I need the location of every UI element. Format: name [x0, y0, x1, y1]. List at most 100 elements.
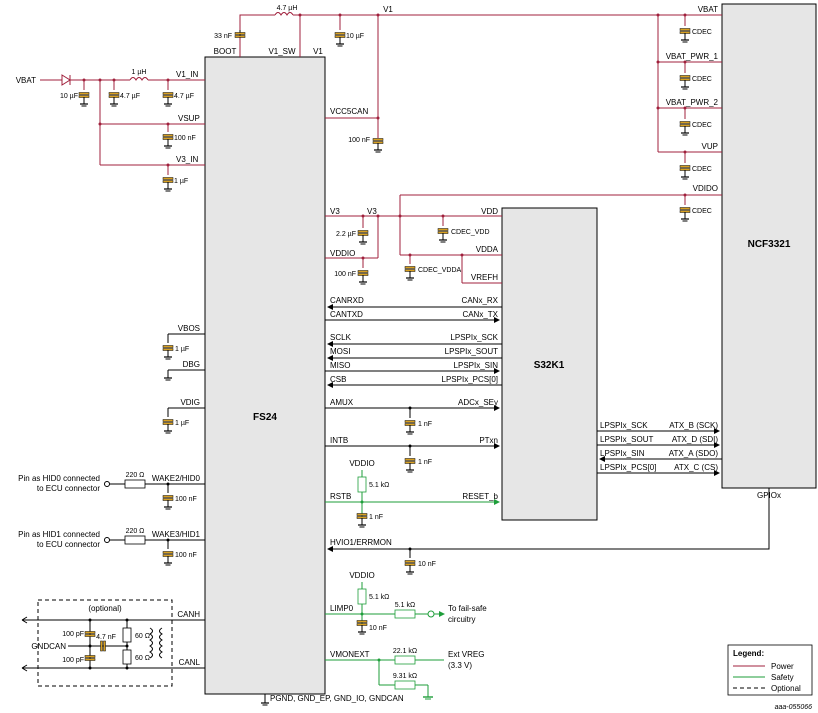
- pin-canx-rx: CANx_RX: [462, 296, 499, 305]
- cap-cdec-pwr1-label: CDEC: [692, 76, 712, 83]
- pin-r-lpspi-sin: LPSPIx_SIN: [600, 449, 645, 458]
- pin-boot: BOOT: [214, 47, 237, 56]
- pin-canrxd: CANRXD: [330, 296, 364, 305]
- pin-vbat-pwr-1: VBAT_PWR_1: [666, 52, 719, 61]
- cap-cdec-pwr2-label: CDEC: [692, 122, 712, 129]
- pin-intb: INTB: [330, 436, 348, 445]
- legend-optional: Optional: [771, 684, 801, 693]
- vmonext-safety-net: [325, 655, 444, 700]
- cap-cdec-vbat-label: CDEC: [692, 29, 712, 36]
- cap-10uf-v1-label: 10 µF: [346, 33, 364, 40]
- pin-lpspi-sout: LPSPIx_SOUT: [445, 347, 498, 356]
- pin-miso: MISO: [330, 361, 350, 370]
- pin-reset-b: RESET_b: [462, 492, 498, 501]
- res-931k-label: 9.31 kΩ: [393, 673, 417, 680]
- pin-vmonext: VMONEXT: [330, 650, 370, 659]
- net-failsafe-1: To fail-safe: [448, 604, 487, 613]
- signal-lines: [325, 304, 502, 456]
- pin-limp0: LIMP0: [330, 604, 354, 613]
- res-220-b-label: 220 Ω: [126, 528, 145, 535]
- pin-csb: CSB: [330, 375, 346, 384]
- rstb-safety-net: [325, 470, 500, 521]
- pin-vbos: VBOS: [178, 324, 200, 333]
- cap-33nf-label: 33 nF: [214, 33, 232, 40]
- pin-atx-a: ATX_A (SDO): [669, 449, 719, 458]
- pin-canx-tx: CANx_TX: [462, 310, 498, 319]
- pin-gnd: PGND, GND_EP, GND_IO, GNDCAN: [270, 694, 404, 703]
- pin-v3-in: V3_IN: [176, 155, 198, 164]
- res-51k-limp2-label: 5.1 kΩ: [395, 602, 415, 609]
- v1-power-net: [239, 12, 722, 138]
- pin-cantxd: CANTXD: [330, 310, 363, 319]
- inductor-47uh-label: 4.7 µH: [277, 5, 298, 12]
- cap-10uf-v1: [334, 32, 346, 38]
- can-bus-net: [21, 616, 205, 672]
- net-vbat-input: VBAT: [16, 76, 36, 85]
- ground-icon: [373, 149, 383, 153]
- pin-lpspi-sck: LPSPIx_SCK: [450, 333, 498, 342]
- res-51k-limp-label: 5.1 kΩ: [369, 594, 389, 601]
- pin-vbat-pwr-2: VBAT_PWR_2: [666, 98, 719, 107]
- pin-mosi: MOSI: [330, 347, 350, 356]
- note-hid0-2: to ECU connector: [37, 484, 100, 493]
- cap-100pf-b-label: 100 pF: [62, 657, 84, 664]
- cap-100nf-vsup: [162, 134, 174, 140]
- cap-47uf-a-label: 4.7 µF: [120, 93, 140, 100]
- cap-10nf-limp-label: 10 nF: [369, 625, 387, 632]
- cap-100nf-vsup-label: 100 nF: [174, 135, 196, 142]
- pin-wake3: WAKE3/HID1: [152, 530, 201, 539]
- pin-vdido: VDIDO: [693, 184, 718, 193]
- cap-10nf-hvio-label: 10 nF: [418, 561, 436, 568]
- spi-ncf-lines: [597, 428, 722, 476]
- net-vddio-rstb: VDDIO: [349, 459, 374, 468]
- s32k1-label: S32K1: [534, 360, 565, 371]
- legend-power: Power: [771, 662, 794, 671]
- cap-10uf-in: [78, 92, 90, 98]
- figure-id: aaa-055066: [775, 704, 812, 711]
- vbat-input-net: [40, 74, 205, 175]
- cap-1nf-intb-label: 1 nF: [418, 459, 432, 466]
- res-60-a-label: 60 Ω: [135, 633, 150, 640]
- res-60-b-label: 60 Ω: [135, 655, 150, 662]
- net-vddio-limp: VDDIO: [349, 571, 374, 580]
- cap-1uf-v3in-label: 1 µF: [174, 178, 188, 185]
- cap-47uf-a: [108, 92, 120, 98]
- pin-atx-c: ATX_C (CS): [674, 463, 718, 472]
- pin-canl: CANL: [179, 658, 201, 667]
- pin-rstb: RSTB: [330, 492, 351, 501]
- inductor-1uh-label: 1 µH: [132, 69, 147, 76]
- net-extvreg-1: Ext VREG: [448, 650, 484, 659]
- pin-vddio: VDDIO: [330, 249, 355, 258]
- net-gndcan: GNDCAN: [31, 642, 66, 651]
- pin-r-lpspi-pcs: LPSPIx_PCS[0]: [600, 463, 656, 472]
- cap-1uf-vbos-label: 1 µF: [175, 346, 189, 353]
- pin-amux: AMUX: [330, 398, 354, 407]
- pin-vdd: VDD: [481, 207, 498, 216]
- pin-vdig: VDIG: [180, 398, 200, 407]
- pin-v1-sw: V1_SW: [268, 47, 296, 56]
- v3-net: [325, 193, 722, 284]
- limp0-safety-net: [325, 582, 445, 628]
- legend-safety: Safety: [771, 673, 794, 682]
- res-220-a-label: 220 Ω: [126, 472, 145, 479]
- legend: Legend: Power Safety Optional: [727, 644, 813, 696]
- legend-title: Legend:: [733, 649, 764, 658]
- cap-cdec-vup-label: CDEC: [692, 166, 712, 173]
- hvio1-net: [327, 488, 770, 558]
- ground-icon: [335, 43, 345, 47]
- cap-100nf-vcc5can: [372, 138, 384, 144]
- pin-lpspi-sin: LPSPIx_SIN: [454, 361, 499, 370]
- ground-icon: [260, 702, 270, 706]
- fs24-label: FS24: [253, 412, 277, 423]
- pin-r-lpspi-sout: LPSPIx_SOUT: [600, 435, 653, 444]
- cap-22uf-label: 2.2 µF: [336, 231, 356, 238]
- can-optional-box: [37, 599, 173, 687]
- net-extvreg-2: (3.3 V): [448, 661, 472, 670]
- fs24-block: [204, 56, 326, 695]
- s32k1-block: [501, 207, 598, 521]
- pin-vdda: VDDA: [476, 245, 499, 254]
- cap-47nf-can-label: 4.7 nF: [96, 634, 116, 641]
- pin-wake2: WAKE2/HID0: [152, 474, 201, 483]
